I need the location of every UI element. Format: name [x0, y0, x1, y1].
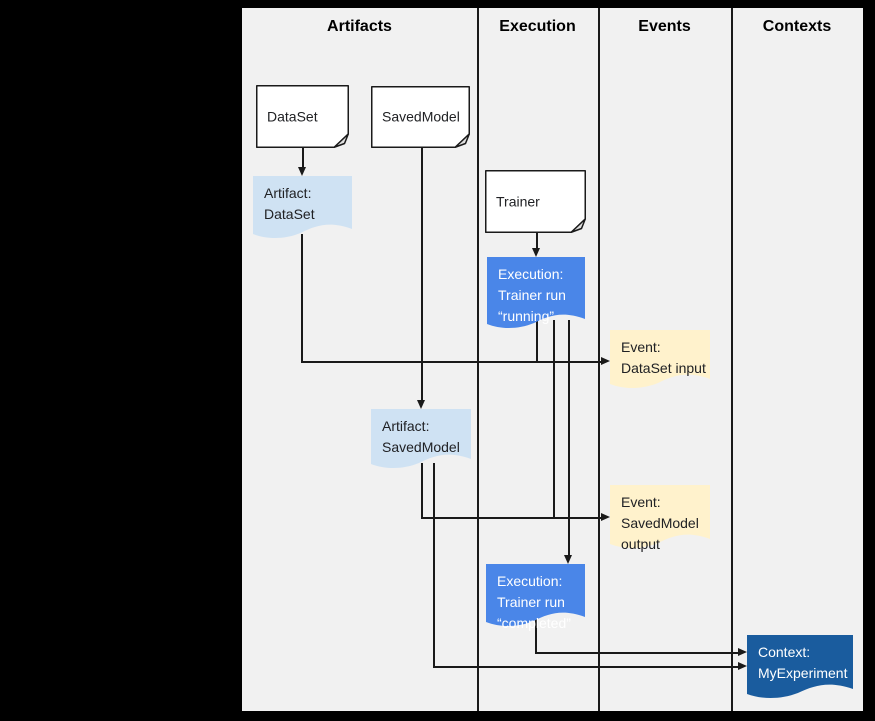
- event-dataset-input-label: Event: DataSet input: [621, 337, 706, 379]
- label-line: Execution:: [497, 573, 563, 589]
- label-line: SavedModel: [382, 439, 460, 455]
- label-line: Trainer run: [497, 594, 565, 610]
- folded-paper-icon: [485, 170, 586, 233]
- column-header-contexts: Contexts: [762, 18, 832, 35]
- edge-artifact-savedmodel-to-context-horizontal: [433, 666, 739, 668]
- label-line: Trainer run: [498, 287, 566, 303]
- document-shape-icon: [610, 330, 710, 389]
- edge-artifact-savedmodel-to-context-vertical: [433, 463, 435, 667]
- column-header-artifacts: Artifacts: [327, 18, 392, 35]
- execution-running-label: Execution: Trainer run “running”: [498, 264, 581, 327]
- event-savedmodel-output-node: Event: SavedModel output: [610, 485, 710, 552]
- document-shape-icon: [610, 485, 710, 549]
- folded-paper-icon: [256, 85, 349, 148]
- savedmodel-node: SavedModel: [371, 86, 470, 148]
- dataset-node: DataSet: [256, 85, 349, 148]
- arrowhead-trainer-to-execution-running: [532, 248, 540, 257]
- execution-completed-node: Execution: Trainer run “completed”: [486, 564, 585, 631]
- label-line: “completed”: [497, 615, 571, 631]
- arrowhead-event-savedmodel-output: [601, 513, 610, 521]
- arrowhead-context-from-execution-completed: [738, 648, 747, 656]
- arrowhead-execution-completed: [564, 555, 572, 564]
- execution-completed-label: Execution: Trainer run “completed”: [497, 571, 581, 634]
- label-line: output: [621, 536, 660, 552]
- edge-execution-completed-to-context-horizontal: [535, 652, 739, 654]
- document-shape-icon: [747, 635, 853, 699]
- artifact-dataset-label: Artifact: DataSet: [264, 183, 348, 225]
- context-node: Context: MyExperiment: [747, 635, 853, 700]
- column-header-execution: Execution: [499, 18, 576, 35]
- edge-execution-running-to-event-savedmodel-output: [553, 320, 555, 518]
- event-savedmodel-output-label: Event: SavedModel output: [621, 492, 706, 555]
- trainer-label-line: Trainer: [496, 193, 540, 209]
- artifact-savedmodel-label: Artifact: SavedModel: [382, 416, 467, 458]
- edge-artifact-dataset-to-event-dataset-input-vertical: [301, 234, 303, 362]
- edge-execution-completed-to-context-vertical: [535, 618, 537, 653]
- label-line: Event:: [621, 494, 661, 510]
- folded-paper-icon: [371, 86, 470, 148]
- label-line: MyExperiment: [758, 665, 848, 681]
- edge-artifact-dataset-to-event-dataset-input-horizontal: [301, 361, 602, 363]
- label-line: Event:: [621, 339, 661, 355]
- column-divider-artifacts-execution: [477, 8, 479, 711]
- label-line: DataSet: [264, 206, 315, 222]
- event-dataset-input-node: Event: DataSet input: [610, 330, 710, 390]
- label-line: Context:: [758, 644, 811, 660]
- label-line: “running”: [498, 308, 555, 324]
- arrowhead-dataset-to-artifact-dataset: [298, 167, 306, 176]
- column-header-events: Events: [638, 18, 691, 35]
- dataset-label: DataSet: [267, 106, 318, 127]
- diagram-canvas: Artifacts Execution Events Contexts Data…: [242, 8, 863, 711]
- column-divider-events-contexts: [731, 8, 733, 711]
- savedmodel-label: SavedModel: [382, 107, 460, 128]
- label-line: Execution:: [498, 266, 564, 282]
- edge-trainer-to-execution-running: [536, 233, 538, 249]
- artifact-dataset-node: Artifact: DataSet: [253, 176, 352, 240]
- column-divider-execution-events: [598, 8, 600, 711]
- label-line: SavedModel: [621, 515, 699, 531]
- context-label: Context: MyExperiment: [758, 642, 849, 684]
- edge-execution-running-to-execution-completed: [568, 320, 570, 555]
- document-shape-icon: [486, 564, 585, 627]
- document-shape-icon: [253, 176, 352, 239]
- document-shape-icon: [487, 257, 585, 329]
- arrowhead-context-from-artifact-savedmodel: [738, 662, 747, 670]
- label-line: DataSet input: [621, 360, 706, 376]
- document-shape-icon: [371, 409, 471, 469]
- savedmodel-label-line: SavedModel: [382, 108, 460, 125]
- edge-dataset-to-artifact-dataset: [302, 148, 304, 168]
- trainer-label: Trainer: [496, 191, 540, 212]
- edge-execution-running-to-event-dataset-input: [536, 320, 538, 362]
- edge-artifact-savedmodel-to-event-savedmodel-output-horizontal: [421, 517, 602, 519]
- execution-running-node: Execution: Trainer run “running”: [487, 257, 585, 330]
- artifact-savedmodel-node: Artifact: SavedModel: [371, 409, 471, 470]
- arrowhead-savedmodel-to-artifact-savedmodel: [417, 400, 425, 409]
- edge-savedmodel-to-artifact-savedmodel: [421, 148, 423, 401]
- arrowhead-event-dataset-input: [601, 357, 610, 365]
- edge-artifact-savedmodel-to-event-savedmodel-output-vertical: [421, 463, 423, 518]
- label-line: Artifact:: [382, 418, 430, 434]
- dataset-label-line: DataSet: [267, 108, 318, 124]
- label-line: Artifact:: [264, 185, 312, 201]
- trainer-node: Trainer: [485, 170, 586, 233]
